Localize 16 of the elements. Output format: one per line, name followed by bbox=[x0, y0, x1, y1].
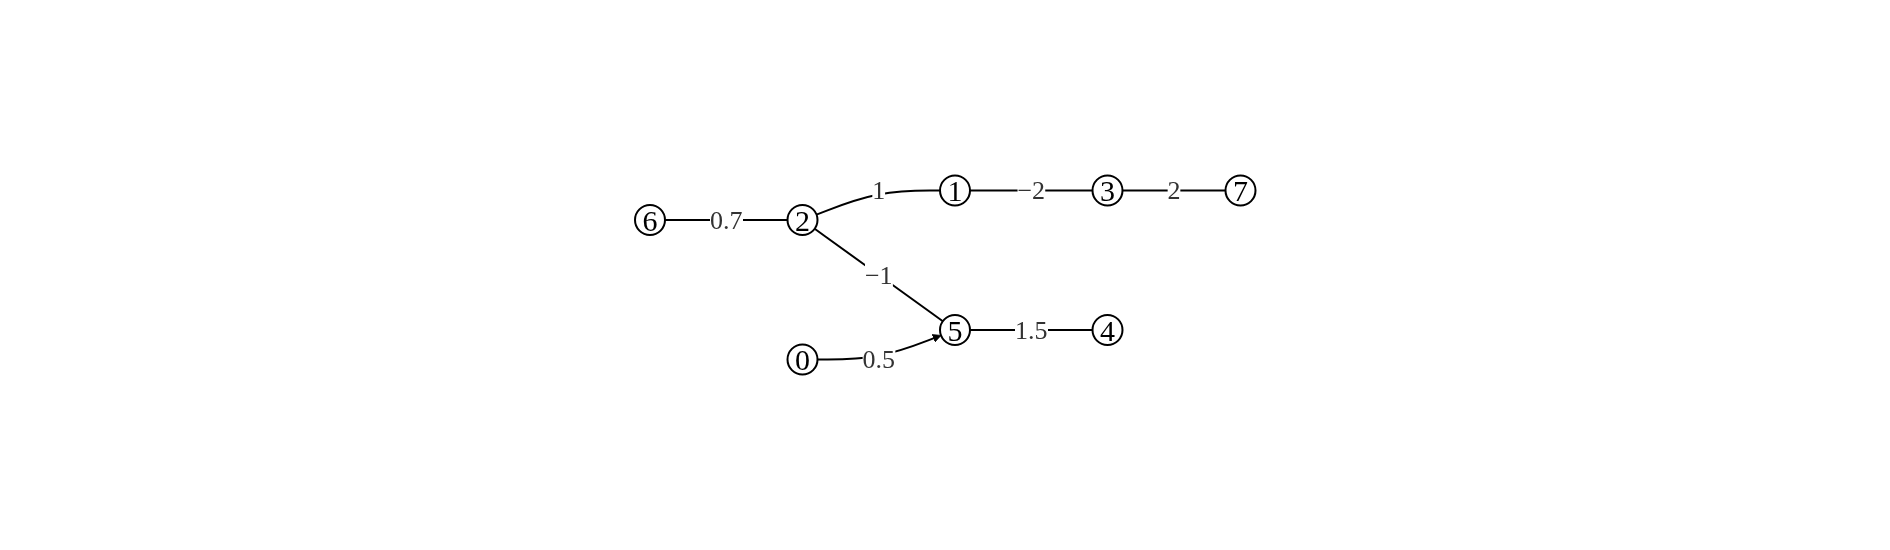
connector bbox=[813, 227, 944, 323]
edge-label: 0.7 bbox=[709, 205, 743, 235]
node-circle: 5 bbox=[938, 314, 971, 346]
edge-label: 1.5 bbox=[1014, 315, 1048, 345]
node-circle: 7 bbox=[1224, 174, 1257, 207]
node-circle: 0 bbox=[786, 343, 819, 376]
edge-label: 0.5 bbox=[862, 345, 895, 374]
edge-label: −1 bbox=[864, 260, 893, 290]
edge-label: 1 bbox=[872, 176, 885, 205]
node-circle: 1 bbox=[938, 174, 971, 207]
node-circle: 6 bbox=[633, 204, 666, 236]
edge-label: 2 bbox=[1167, 176, 1181, 205]
edge-label: −2 bbox=[1017, 176, 1045, 205]
node-circle: 2 bbox=[786, 204, 819, 236]
node-circle: 3 bbox=[1091, 174, 1124, 207]
node-circle: 4 bbox=[1091, 314, 1124, 346]
